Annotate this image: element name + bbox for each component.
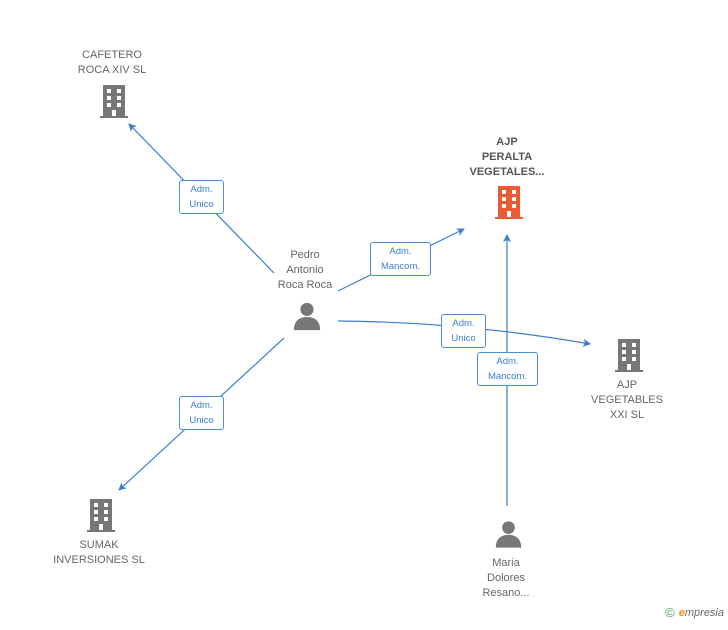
brand-footer[interactable]: © empresia [665,605,724,620]
edge-label-line: Unico [451,333,476,344]
brand-name: mpresia [684,606,724,619]
node-label-sumak[interactable]: SUMAK INVERSIONES SL [44,538,154,568]
building-icon[interactable] [495,186,523,219]
copyright-icon: © [665,605,675,620]
label-line: XXI SL [609,409,645,421]
node-label-ajp-peralta[interactable]: AJP PERALTA VEGETALES... [457,135,557,180]
label-line: SUMAK [79,539,119,551]
brand-logo: empresia [679,607,724,619]
edge-label-line: Adm. [496,356,519,367]
person-icon[interactable] [495,521,522,548]
edge-label-pedro-vegetables[interactable]: Adm. Unico [441,314,486,348]
label-line: INVERSIONES SL [53,554,145,566]
edge-label-line: Adm. [452,318,475,329]
edge-label-pedro-cafetero[interactable]: Adm. Unico [179,180,224,214]
label-line: Roca Roca [277,279,333,291]
building-icon[interactable] [100,85,128,118]
edge-label-pedro-peralta[interactable]: Adm. Mancom. [370,242,431,276]
label-line: Pedro [290,249,320,261]
edge-label-pedro-sumak[interactable]: Adm. Unico [179,396,224,430]
edge-label-line: Unico [189,415,214,426]
edge-label-line: Adm. [190,184,213,195]
building-icon[interactable] [615,339,643,372]
label-line: CAFETERO [82,49,142,61]
node-label-maria[interactable]: Maria Dolores Resano... [456,556,556,601]
label-line: Maria [492,557,520,569]
label-line: VEGETALES... [469,166,545,178]
brand-initial: e [678,606,685,619]
label-line: Antonio [286,264,324,276]
person-icon[interactable] [293,302,321,331]
edge-label-line: Mancom. [487,371,528,382]
label-line: VEGETABLES [591,394,663,406]
edge-label-line: Mancom. [380,261,421,272]
building-icon[interactable] [87,499,115,532]
node-label-pedro[interactable]: Pedro Antonio Roca Roca [255,248,355,293]
label-line: AJP [496,136,518,148]
edge-label-line: Adm. [389,246,412,257]
label-line: AJP [616,379,638,391]
label-line: Resano... [482,587,530,599]
label-line: Dolores [487,572,525,584]
node-label-ajp-vegetables[interactable]: AJP VEGETABLES XXI SL [577,378,677,423]
node-label-cafetero[interactable]: CAFETERO ROCA XIV SL [62,48,162,78]
label-line: ROCA XIV SL [77,64,147,76]
edge-label-line: Adm. [190,400,213,411]
edge-label-line: Unico [189,199,214,210]
edge-label-maria-peralta[interactable]: Adm. Mancom. [477,352,538,386]
label-line: PERALTA [481,151,533,163]
